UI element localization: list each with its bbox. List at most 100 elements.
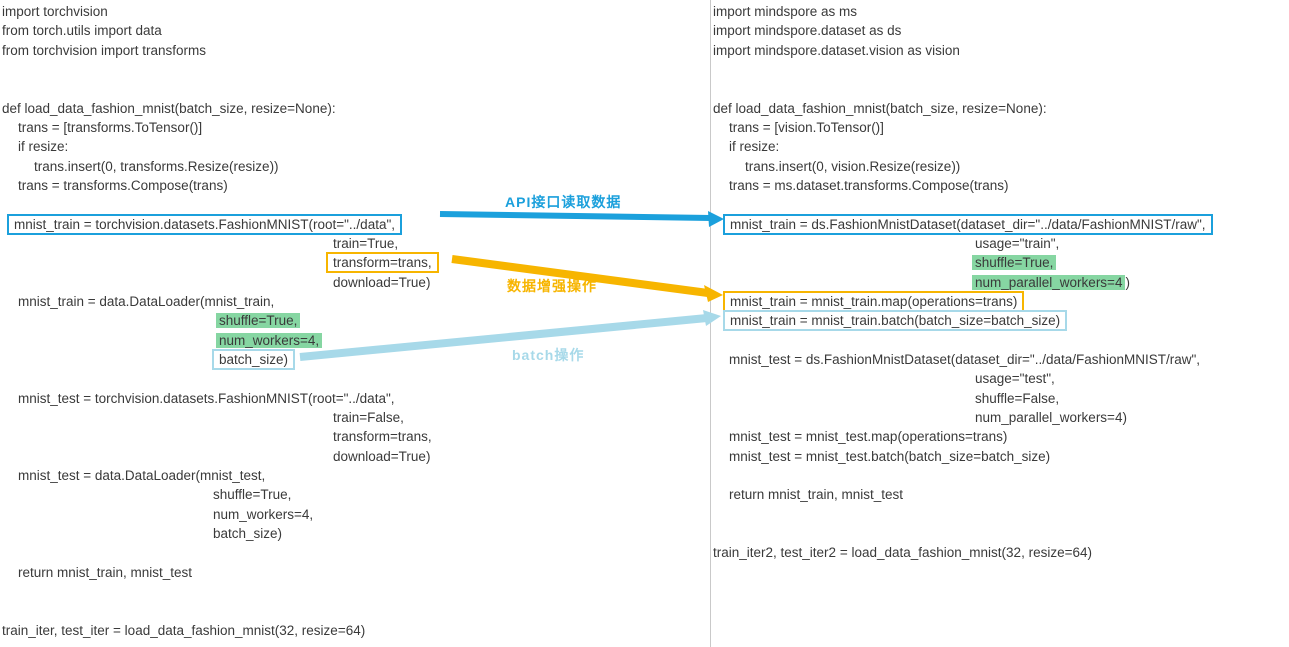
code-segment: usage="test", <box>975 371 1055 387</box>
code-line: if resize: <box>2 137 439 156</box>
code-segment-green: num_workers=4, <box>216 332 323 348</box>
code-line: mnist_train = mnist_train.map(operations… <box>713 290 1213 312</box>
code-line: batch_size) <box>2 348 439 370</box>
code-segment: mnist_train = data.DataLoader(mnist_trai… <box>18 293 275 309</box>
code-line: if resize: <box>713 137 1213 156</box>
code-segment: mnist_test = data.DataLoader(mnist_test, <box>18 467 266 483</box>
code-line <box>2 60 439 79</box>
code-line <box>713 466 1213 485</box>
augment-annotation-label: 数据增强操作 <box>507 278 597 294</box>
code-segment: train=True, <box>333 235 399 251</box>
code-line: mnist_test = mnist_test.map(operations=t… <box>713 427 1213 446</box>
code-segment-box-blue: mnist_train = ds.FashionMnistDataset(dat… <box>723 213 1213 235</box>
code-line: trans = [transforms.ToTensor()] <box>2 118 439 137</box>
code-segment: mnist_test = mnist_test.map(operations=t… <box>729 429 1008 445</box>
code-line: trans = ms.dataset.transforms.Compose(tr… <box>713 176 1213 195</box>
code-line: mnist_train = mnist_train.batch(batch_si… <box>713 310 1213 332</box>
code-line: download=True) <box>2 273 439 292</box>
code-segment: num_workers=4, <box>213 506 314 522</box>
api-annotation-label: API接口读取数据 <box>505 194 622 210</box>
code-segment: mnist_test = mnist_test.batch(batch_size… <box>729 448 1051 464</box>
code-line: from torchvision import transforms <box>2 41 439 60</box>
code-line <box>2 195 439 214</box>
code-segment: num_parallel_workers=4) <box>975 409 1127 425</box>
code-line: mnist_test = ds.FashionMnistDataset(data… <box>713 350 1213 369</box>
code-line: import mindspore.dataset.vision as visio… <box>713 41 1213 60</box>
code-line: num_parallel_workers=4) <box>713 408 1213 427</box>
code-line: def load_data_fashion_mnist(batch_size, … <box>2 99 439 118</box>
code-segment: trans = [transforms.ToTensor()] <box>18 119 203 135</box>
code-segment: import torchvision <box>2 4 108 19</box>
code-line: from torch.utils import data <box>2 21 439 40</box>
code-segment: train_iter, test_iter = load_data_fashio… <box>2 622 366 638</box>
code-line: import mindspore as ms <box>713 2 1213 21</box>
code-segment-box-orange: mnist_train = mnist_train.map(operations… <box>723 290 1025 312</box>
code-segment-box-orange: transform=trans, <box>326 252 439 274</box>
code-segment: transform=trans, <box>333 429 432 445</box>
code-line: return mnist_train, mnist_test <box>2 563 439 582</box>
code-line: train_iter2, test_iter2 = load_data_fash… <box>713 543 1213 562</box>
code-segment: batch_size) <box>213 525 283 541</box>
code-line <box>713 524 1213 543</box>
code-line: trans = transforms.Compose(trans) <box>2 176 439 195</box>
code-line: import mindspore.dataset as ds <box>713 21 1213 40</box>
code-line <box>2 582 439 601</box>
code-segment-box-blue: mnist_train = torchvision.datasets.Fashi… <box>7 213 402 235</box>
code-segment: mnist_test = torchvision.datasets.Fashio… <box>18 390 395 406</box>
code-line: num_workers=4, <box>2 331 439 350</box>
code-line: train_iter, test_iter = load_data_fashio… <box>2 621 439 640</box>
code-segment: if resize: <box>729 139 780 155</box>
code-line: mnist_train = torchvision.datasets.Fashi… <box>2 213 439 235</box>
code-segment: def load_data_fashion_mnist(batch_size, … <box>2 100 336 116</box>
code-segment-green: shuffle=True, <box>216 313 301 329</box>
code-line <box>2 601 439 620</box>
code-line <box>713 60 1213 79</box>
code-line: num_workers=4, <box>2 505 439 524</box>
code-segment: train_iter2, test_iter2 = load_data_fash… <box>713 545 1092 561</box>
code-line: mnist_test = data.DataLoader(mnist_test, <box>2 466 439 485</box>
code-line: trans.insert(0, transforms.Resize(resize… <box>2 157 439 176</box>
code-segment: trans = [vision.ToTensor()] <box>729 119 884 135</box>
code-line: train=False, <box>2 408 439 427</box>
code-segment: download=True) <box>333 274 431 290</box>
code-segment: trans.insert(0, vision.Resize(resize)) <box>745 158 961 174</box>
code-line: mnist_test = mnist_test.batch(batch_size… <box>713 447 1213 466</box>
code-line: shuffle=True, <box>713 253 1213 272</box>
code-segment-green: shuffle=True, <box>972 255 1057 271</box>
code-segment: return mnist_train, mnist_test <box>729 487 904 503</box>
code-segment-box-lb: mnist_train = mnist_train.batch(batch_si… <box>723 310 1068 332</box>
code-segment: import mindspore as ms <box>713 4 858 19</box>
code-line: usage="train", <box>713 234 1213 253</box>
code-segment: ) <box>1125 274 1130 290</box>
code-segment: usage="train", <box>975 235 1060 251</box>
code-line <box>713 331 1213 350</box>
code-segment: trans.insert(0, transforms.Resize(resize… <box>34 158 279 174</box>
code-segment: from torch.utils import data <box>2 23 162 39</box>
code-segment: def load_data_fashion_mnist(batch_size, … <box>713 100 1047 116</box>
code-line: transform=trans, <box>2 252 439 274</box>
code-line: return mnist_train, mnist_test <box>713 485 1213 504</box>
code-line: train=True, <box>2 234 439 253</box>
code-line: trans.insert(0, vision.Resize(resize)) <box>713 157 1213 176</box>
code-line: shuffle=True, <box>2 311 439 330</box>
code-line: usage="test", <box>713 369 1213 388</box>
code-line <box>713 505 1213 524</box>
code-segment-green: num_parallel_workers=4 <box>972 274 1126 290</box>
code-line <box>713 79 1213 98</box>
code-segment: shuffle=True, <box>213 487 292 503</box>
code-line: shuffle=True, <box>2 485 439 504</box>
code-segment: from torchvision import transforms <box>2 42 207 58</box>
code-line: mnist_train = ds.FashionMnistDataset(dat… <box>713 213 1213 235</box>
column-divider <box>710 0 711 647</box>
code-line: transform=trans, <box>2 427 439 446</box>
code-segment: trans = ms.dataset.transforms.Compose(tr… <box>729 177 1009 193</box>
code-segment: download=True) <box>333 448 431 464</box>
code-segment-box-lb: batch_size) <box>212 348 296 370</box>
code-segment: shuffle=False, <box>975 390 1060 406</box>
code-line: num_parallel_workers=4) <box>713 273 1213 292</box>
api-arrow <box>439 211 724 227</box>
code-line <box>2 369 439 388</box>
code-segment: return mnist_train, mnist_test <box>18 564 193 580</box>
code-line: trans = [vision.ToTensor()] <box>713 118 1213 137</box>
